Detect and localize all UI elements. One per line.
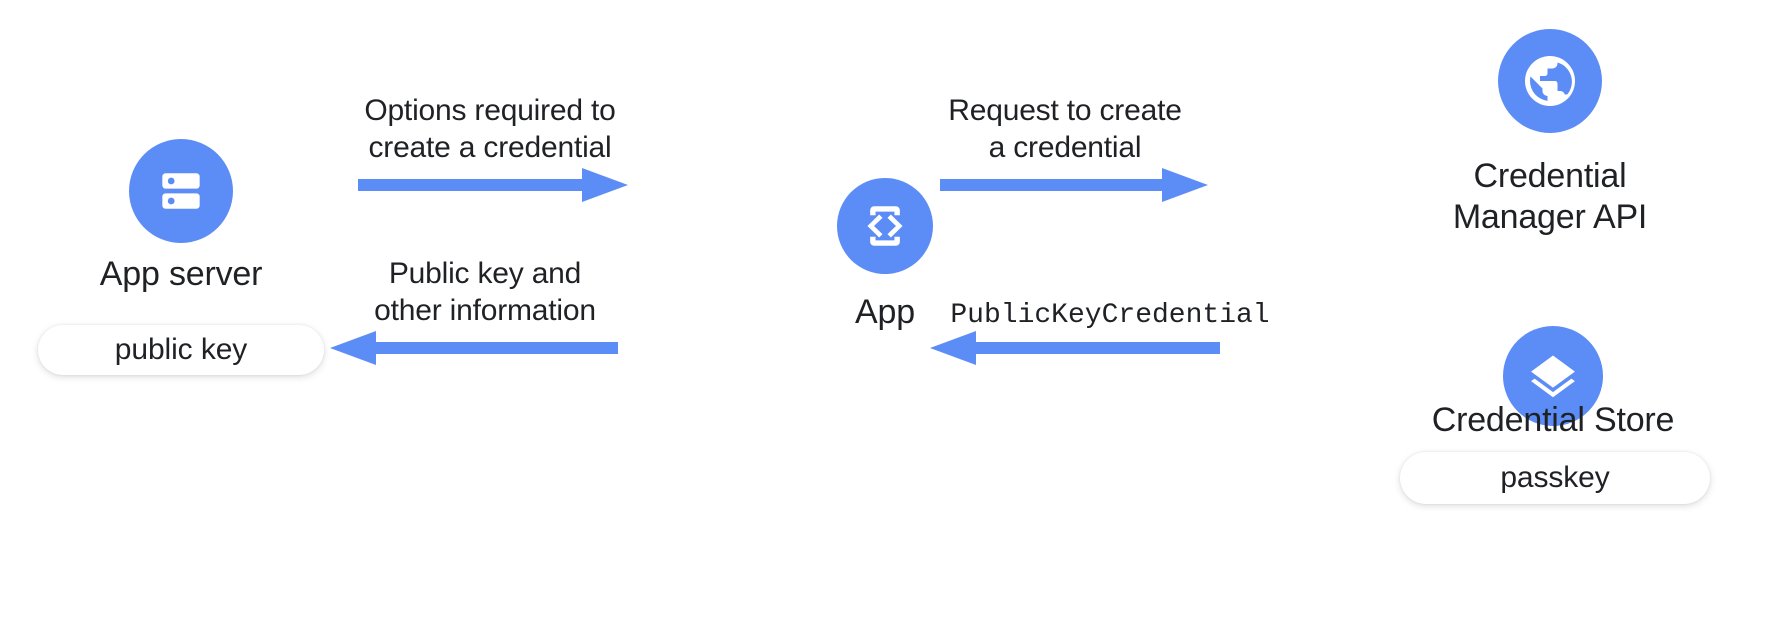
- credential-manager-api-icon-badge: [1498, 29, 1602, 133]
- arrow-public-key-credential: [930, 325, 1220, 371]
- layers-icon: [1525, 348, 1581, 404]
- globe-icon: [1520, 51, 1580, 111]
- arrow-label-public-key-credential: PublicKeyCredential: [950, 300, 1270, 331]
- credential-manager-api-label: Credential Manager API: [1452, 157, 1648, 236]
- arrow-public-key-info: [330, 325, 618, 371]
- credential-store-label: Credential Store: [1431, 401, 1675, 439]
- credential-store-icon-badge: [1503, 326, 1603, 426]
- app-server-public-key-pill: public key: [38, 325, 324, 375]
- server-icon: [153, 163, 209, 219]
- app-server-icon-badge: [129, 139, 233, 243]
- arrow-label-public-key-info: Public key and other information: [374, 257, 596, 327]
- arrow-label-options-required: Options required to create a credential: [364, 94, 616, 164]
- credential-store-passkey-pill: passkey: [1400, 452, 1710, 504]
- arrow-label-request-to-create: Request to create a credential: [948, 94, 1182, 164]
- app-icon-badge: [837, 178, 933, 274]
- app-code-device-icon: [858, 199, 912, 253]
- app-label: App: [855, 293, 915, 331]
- arrow-options-required: [358, 162, 628, 208]
- app-server-label: App server: [99, 255, 263, 293]
- arrow-request-to-create: [940, 162, 1208, 208]
